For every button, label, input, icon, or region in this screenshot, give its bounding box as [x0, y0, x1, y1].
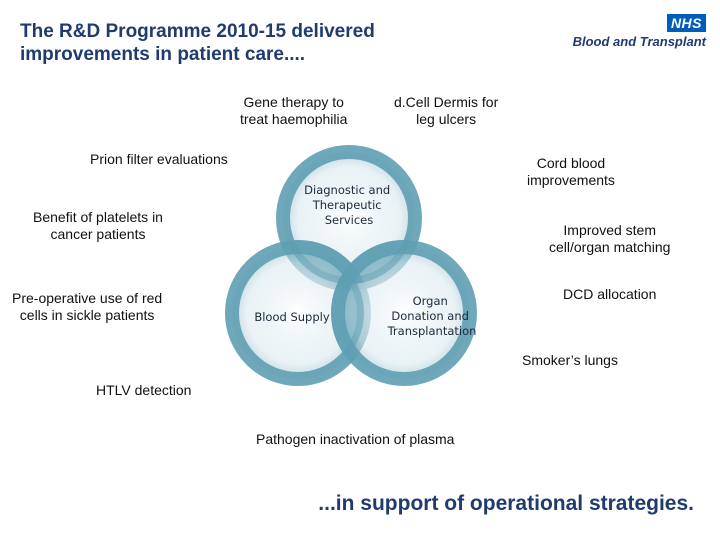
label-gene-therapy: Gene therapy to treat haemophilia	[240, 94, 347, 128]
stem-cell-line-2: cell/organ matching	[549, 239, 671, 255]
title-line-2: improvements in patient care....	[20, 44, 306, 65]
label-platelets: Benefit of platelets in cancer patients	[33, 209, 163, 243]
label-smokers-lungs: Smoker’s lungs	[522, 352, 618, 369]
htlv-line-1: HTLV detection	[96, 382, 192, 398]
label-dcell-dermis: d.Cell Dermis for leg ulcers	[394, 94, 498, 128]
dcell-line-2: leg ulcers	[416, 111, 477, 127]
nhs-badge: NHS	[666, 14, 706, 32]
label-red-cells: Pre-operative use of red cells in sickle…	[12, 290, 162, 324]
dcd-line-1: DCD allocation	[563, 286, 657, 302]
gene-therapy-line-2: treat haemophilia	[240, 111, 348, 127]
prion-line-1: Prion filter evaluations	[90, 151, 228, 167]
nhs-blood-transplant-logo: NHS Blood and Transplant	[573, 14, 706, 49]
pathogen-line-1: Pathogen inactivation of plasma	[256, 431, 455, 447]
label-cord-blood: Cord blood improvements	[527, 155, 615, 189]
logo-org-name: Blood and Transplant	[572, 34, 706, 49]
red-cells-line-1: Pre-operative use of red	[12, 290, 163, 306]
venn-diagnostic-line-2: Therapeutic	[312, 198, 382, 212]
venn-label-diagnostic: Diagnostic and Therapeutic Services	[304, 183, 394, 227]
label-stem-cell: Improved stem cell/organ matching	[549, 222, 670, 256]
slide-title: The R&D Programme 2010-15 delivered impr…	[20, 20, 375, 66]
cord-blood-line-1: Cord blood	[536, 155, 606, 171]
platelets-line-2: cancer patients	[50, 226, 146, 242]
venn-diagnostic-line-1: Diagnostic and	[304, 183, 390, 197]
label-dcd-allocation: DCD allocation	[563, 286, 656, 303]
label-pathogen: Pathogen inactivation of plasma	[256, 431, 454, 448]
venn-organ-line-3: Transplantation	[387, 324, 477, 338]
venn-overlap-top-left	[283, 240, 371, 284]
gene-therapy-line-1: Gene therapy to	[243, 94, 344, 110]
venn-overlap-top-right	[331, 240, 415, 284]
label-prion-filter: Prion filter evaluations	[90, 151, 228, 168]
platelets-line-1: Benefit of platelets in	[33, 209, 163, 225]
venn-blood-supply-line-1: Blood Supply	[254, 310, 329, 324]
venn-organ-line-2: Donation and	[391, 309, 469, 323]
venn-label-blood-supply: Blood Supply	[254, 310, 329, 324]
venn-diagnostic-line-3: Services	[325, 213, 374, 227]
stem-cell-line-1: Improved stem	[563, 222, 656, 238]
venn-organ-line-1: Organ	[413, 294, 448, 308]
footer-tagline: ...in support of operational strategies.	[318, 492, 694, 515]
label-htlv: HTLV detection	[96, 382, 191, 399]
smokers-line-1: Smoker’s lungs	[522, 352, 618, 368]
cord-blood-line-2: improvements	[527, 172, 615, 188]
red-cells-line-2: cells in sickle patients	[19, 307, 155, 323]
dcell-line-1: d.Cell Dermis for	[394, 94, 499, 110]
title-line-1: The R&D Programme 2010-15 delivered	[20, 21, 375, 42]
venn-label-organ: Organ Donation and Transplantation	[387, 294, 477, 338]
